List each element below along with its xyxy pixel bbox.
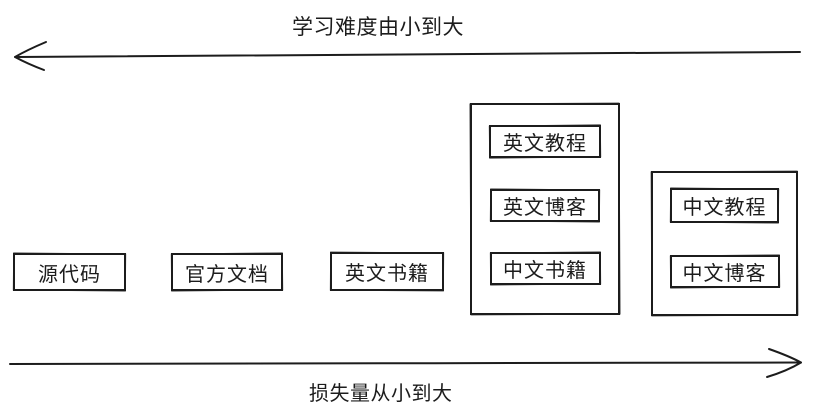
bottom-axis-label: 损失量从小到大 — [309, 383, 453, 405]
node-chinese-blogs: 中文博客 — [669, 255, 780, 288]
node-chinese-books: 中文书籍 — [489, 252, 601, 285]
node-label: 官方文档 — [185, 263, 269, 286]
node-label: 中文书籍 — [503, 260, 587, 282]
node-source-code: 源代码 — [13, 253, 126, 291]
node-english-tutorials: 英文教程 — [489, 125, 601, 158]
left-arrow — [14, 41, 801, 71]
node-label: 源代码 — [38, 263, 101, 286]
group-box-chinese: 中文教程 中文博客 — [651, 171, 798, 316]
node-label: 英文教程 — [503, 133, 587, 155]
node-label: 中文教程 — [682, 197, 767, 219]
node-official-docs: 官方文档 — [171, 253, 283, 291]
node-english-books: 英文书籍 — [330, 252, 444, 291]
node-label: 中文博客 — [682, 263, 767, 285]
node-english-blogs: 英文博客 — [490, 188, 600, 222]
node-chinese-tutorials: 中文教程 — [670, 188, 779, 223]
node-label: 英文书籍 — [345, 263, 429, 285]
group-box-english-chinese-mixed: 英文教程 英文博客 中文书籍 — [470, 103, 620, 315]
top-axis-label: 学习难度由小到大 — [292, 16, 464, 39]
node-label: 英文博客 — [503, 196, 587, 219]
